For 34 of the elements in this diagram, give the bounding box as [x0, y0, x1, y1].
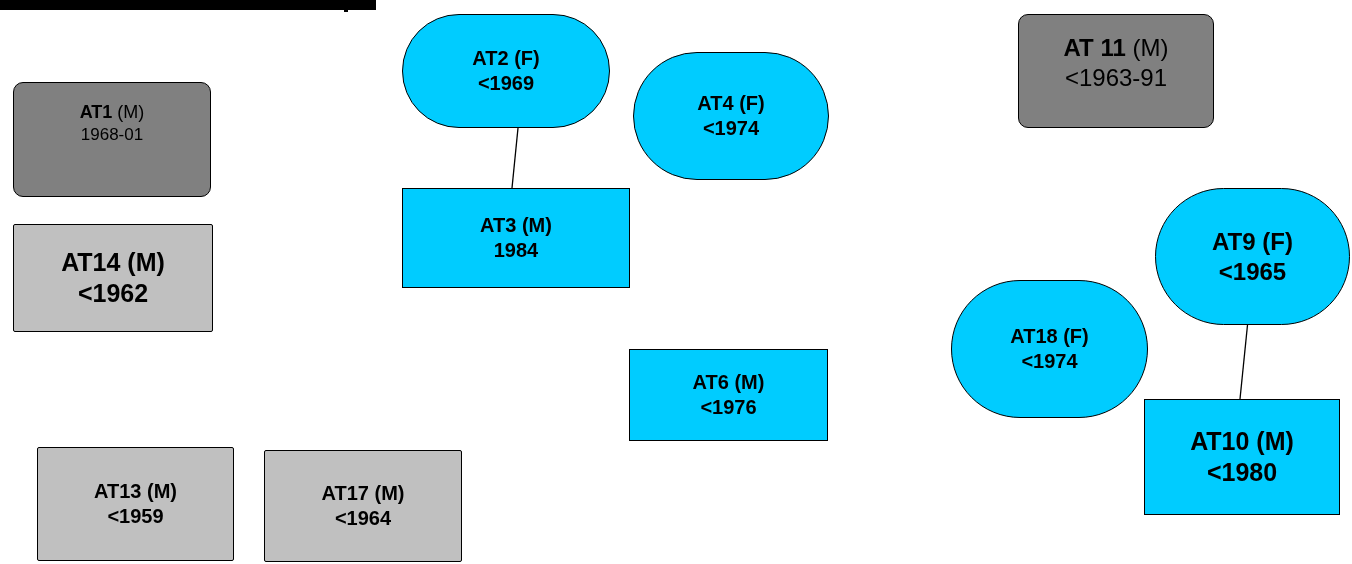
connector-line — [1239, 324, 1249, 400]
node-title: AT3 (M) — [480, 213, 552, 238]
rounded-box — [1018, 14, 1214, 128]
node-title: AT14 (M) — [61, 246, 165, 278]
node-date: 1984 — [493, 238, 539, 263]
connector-line — [511, 127, 519, 189]
box-node — [264, 450, 462, 562]
node-date: <1964 — [334, 506, 392, 531]
node-title: AT1 (M) — [79, 101, 145, 124]
node-date: <1962 — [77, 278, 149, 309]
node-title: AT9 (F) — [1212, 226, 1293, 257]
node-title: AT10 (M) — [1190, 425, 1294, 457]
node-date: <1976 — [700, 395, 757, 420]
node-title: AT13 (M) — [94, 479, 177, 504]
node-date: 1968-01 — [80, 123, 144, 145]
box-node — [1144, 399, 1340, 515]
node-date: <1959 — [107, 504, 164, 529]
node-date: <1974 — [702, 116, 760, 141]
node-title: AT4 (F) — [697, 91, 765, 116]
rounded-box — [13, 82, 211, 197]
node-date: <1974 — [1021, 349, 1078, 374]
node-title: AT 11 (M) — [1063, 33, 1169, 63]
node-title: AT18 (F) — [1010, 324, 1089, 349]
node-date: <1980 — [1206, 457, 1278, 488]
node-date: <1963-91 — [1064, 63, 1168, 93]
box-node — [13, 224, 213, 332]
node-title: AT2 (F) — [472, 46, 540, 71]
box-node — [629, 349, 828, 441]
box-node — [37, 447, 234, 561]
node-date: <1969 — [477, 71, 535, 96]
node-title: AT6 (M) — [692, 370, 765, 395]
node-date: <1965 — [1218, 256, 1287, 287]
node-title: AT17 (M) — [321, 481, 405, 506]
box-node — [402, 188, 630, 288]
